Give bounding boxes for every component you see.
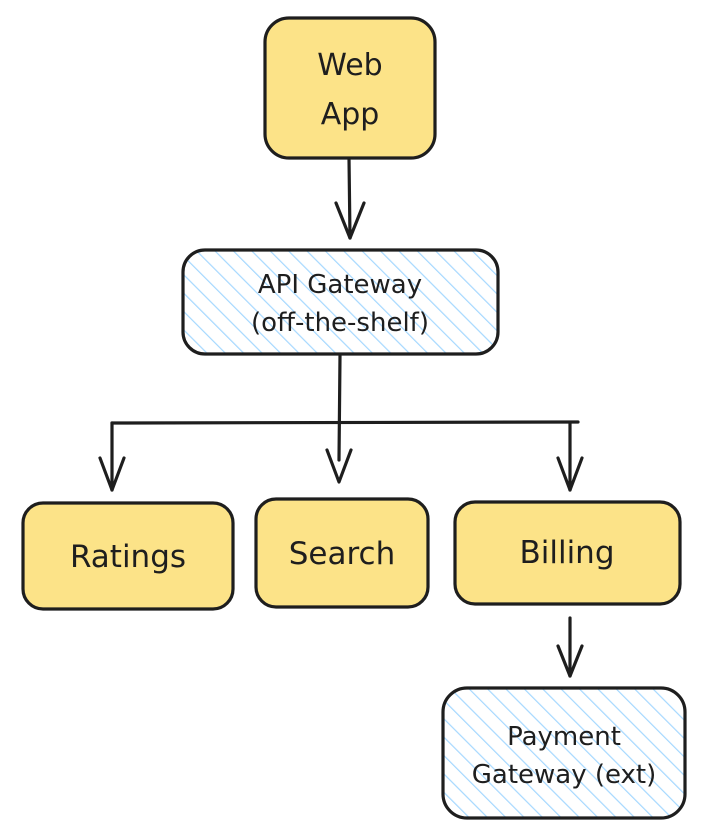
payment-gateway-box <box>441 686 687 820</box>
api-gateway-label-line2: (off-the-shelf) <box>251 308 429 338</box>
ratings-label: Ratings <box>70 539 186 575</box>
billing-label: Billing <box>519 535 614 571</box>
web-app-box <box>263 16 437 160</box>
payment-gateway-label-line2: Gateway (ext) <box>472 760 657 790</box>
arrowhead-apigateway <box>334 201 366 240</box>
search-box <box>254 497 430 609</box>
web-app-label-line1: Web <box>317 48 382 83</box>
node-billing[interactable]: Billing <box>453 500 682 606</box>
payment-gateway-label-line1: Payment <box>507 722 621 752</box>
node-web-app[interactable]: Web App <box>263 16 437 160</box>
edge-webapp-to-apigateway <box>347 156 352 240</box>
arrowhead-ratings <box>98 456 126 492</box>
edge-distribution-bus <box>110 420 580 425</box>
search-label: Search <box>289 536 396 572</box>
arrowhead-search <box>325 448 353 484</box>
node-ratings[interactable]: Ratings <box>21 501 235 611</box>
web-app-label-line2: App <box>321 97 380 132</box>
edge-apigateway-trunk <box>337 354 342 462</box>
node-payment-gateway[interactable]: Payment Gateway (ext) <box>441 686 687 820</box>
node-api-gateway[interactable]: API Gateway (off-the-shelf) <box>181 248 500 356</box>
node-search[interactable]: Search <box>254 497 430 609</box>
arrowhead-payment <box>556 644 584 678</box>
billing-box <box>453 500 682 606</box>
edges <box>98 156 584 678</box>
api-gateway-label-line1: API Gateway <box>258 270 422 300</box>
api-gateway-box <box>181 248 500 356</box>
arrowhead-billing <box>556 456 584 492</box>
ratings-box <box>21 501 235 611</box>
